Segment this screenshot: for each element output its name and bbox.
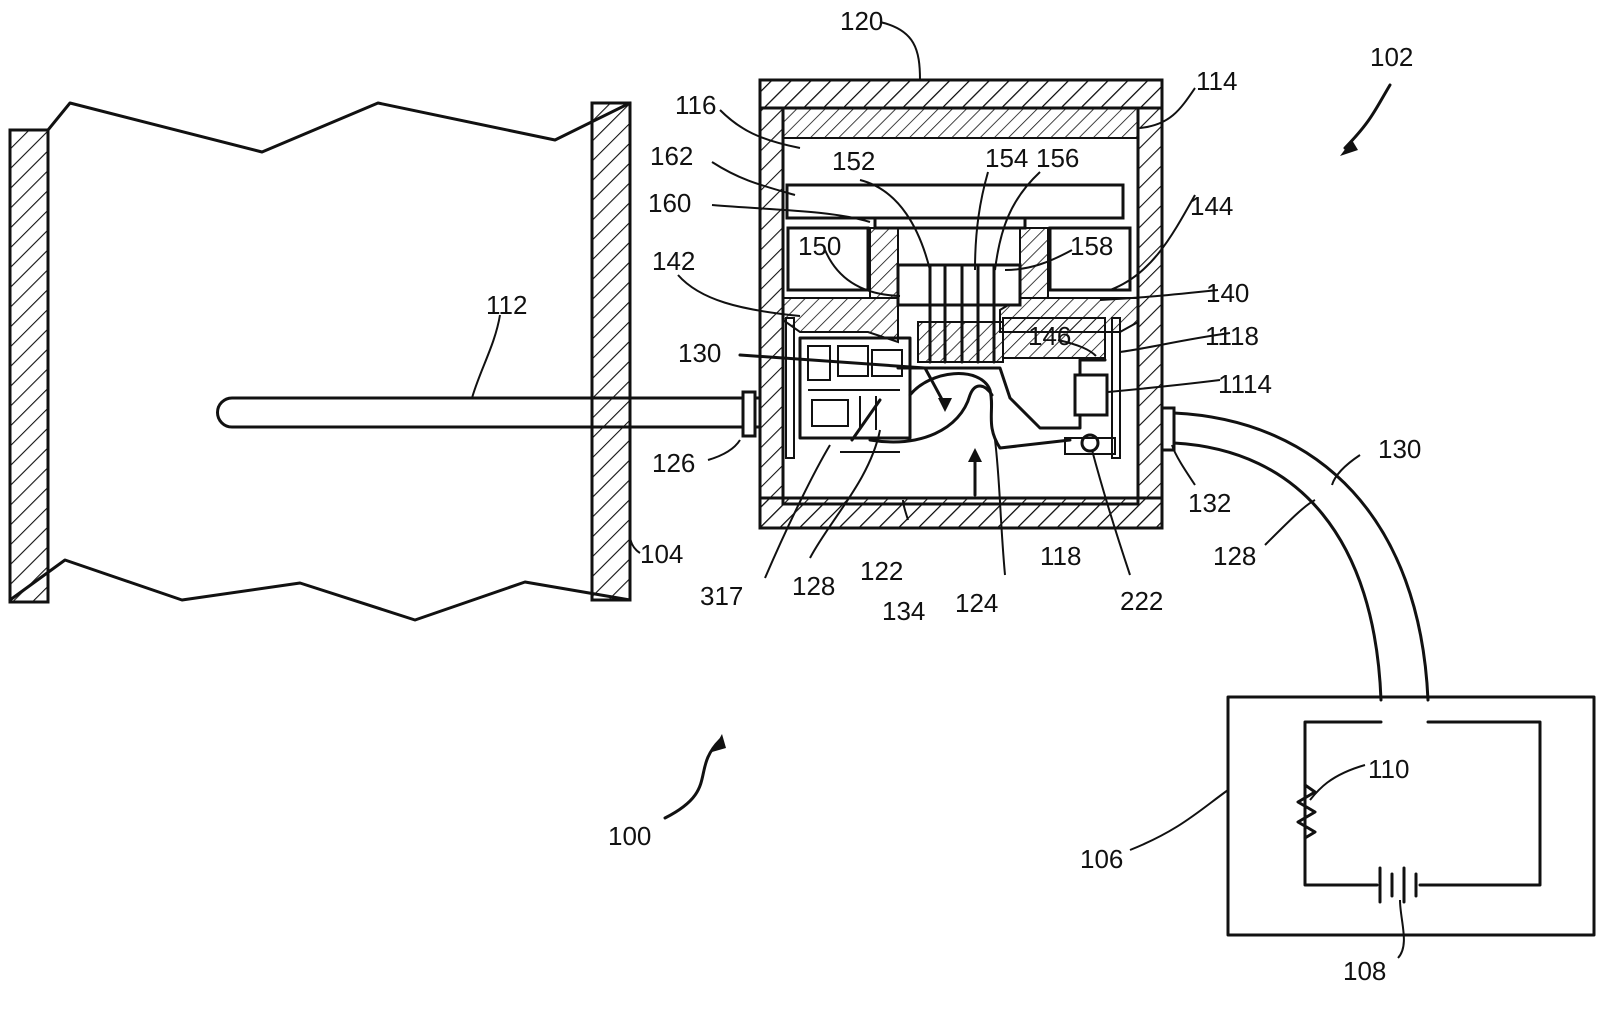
- label-158: 158: [1070, 231, 1113, 261]
- battery-108: [1378, 866, 1418, 904]
- component-1114: [1073, 373, 1109, 417]
- housing: [758, 78, 1176, 530]
- probe-fitting: [741, 390, 757, 438]
- label-116: 116: [675, 90, 716, 120]
- circuit-board: [785, 183, 1125, 220]
- probe-tube: [216, 396, 762, 429]
- label-128-right: 128: [1213, 541, 1256, 571]
- component-222-pad: [1064, 437, 1116, 455]
- label-150: 150: [798, 231, 841, 261]
- sensor-leads: [928, 263, 996, 364]
- label-122: 122: [860, 556, 903, 586]
- label-128-left: 128: [792, 571, 835, 601]
- circuit-left: [1303, 720, 1383, 887]
- label-142: 142: [652, 246, 695, 276]
- label-1118: 1118: [1205, 321, 1259, 351]
- label-104: 104: [640, 539, 683, 569]
- housing-bottom-cap: [758, 496, 1164, 530]
- controller-outline: [1226, 695, 1596, 937]
- vessel-left-wall: [8, 128, 50, 604]
- label-156: 156: [1036, 143, 1079, 173]
- ref-arrow-100: [663, 738, 722, 820]
- side-liner-right: [1111, 317, 1121, 459]
- vessel-wall: [8, 101, 632, 622]
- label-140: 140: [1206, 278, 1249, 308]
- label-114: 114: [1196, 66, 1237, 96]
- vessel-top-break: [46, 101, 632, 154]
- wire-134: [868, 384, 994, 444]
- label-134: 134: [882, 596, 925, 626]
- chamber-outline: [896, 358, 1107, 430]
- label-154: 154: [985, 143, 1028, 173]
- label-160: 160: [648, 188, 691, 218]
- label-317: 317: [700, 581, 743, 611]
- cable-inner: [1172, 441, 1383, 702]
- circuit-right: [1418, 720, 1542, 887]
- left-block: [786, 226, 870, 292]
- ref-arrow-102-head: [1340, 140, 1358, 156]
- vessel-right-wall: [590, 101, 632, 602]
- right-block: [1048, 226, 1132, 292]
- strut: [850, 398, 882, 442]
- label-132: 132: [1188, 488, 1231, 518]
- label-100: 100: [608, 821, 651, 851]
- ref-arrow-100-head: [712, 734, 726, 752]
- arrow-130-inner-head: [938, 398, 952, 412]
- label-130-left: 130: [678, 338, 721, 368]
- vessel-bottom-break: [8, 558, 632, 622]
- sensor-column: [896, 263, 1022, 307]
- probe: [216, 390, 762, 438]
- label-1114: 1114: [1218, 369, 1272, 399]
- label-130-right: 130: [1378, 434, 1421, 464]
- leader-lines: [471, 21, 1405, 959]
- label-118: 118: [1040, 541, 1081, 571]
- label-126: 126: [652, 448, 695, 478]
- label-152: 152: [832, 146, 875, 176]
- reference-labels: 100 102 104 106 108 110 112 114 116 118 …: [486, 6, 1421, 986]
- cable-fitting: [1160, 406, 1176, 452]
- label-108: 108: [1343, 956, 1386, 986]
- label-144: 144: [1190, 191, 1233, 221]
- label-106: 106: [1080, 844, 1123, 874]
- arrow-134-head: [968, 448, 982, 462]
- label-124: 124: [955, 588, 998, 618]
- ref-arrow-102: [1343, 83, 1392, 150]
- label-102: 102: [1370, 42, 1413, 72]
- left-post: [869, 227, 899, 299]
- label-222: 222: [1120, 586, 1163, 616]
- cable: [1172, 411, 1430, 702]
- housing-top-cap: [758, 78, 1164, 110]
- resistor-110: [1296, 783, 1317, 840]
- label-146: 146: [1028, 321, 1071, 351]
- controller-box: [1226, 695, 1596, 937]
- cable-outer: [1172, 411, 1430, 702]
- label-110: 110: [1368, 754, 1409, 784]
- label-120: 120: [840, 6, 883, 36]
- arrow-130-inner: [738, 353, 947, 407]
- label-162: 162: [650, 141, 693, 171]
- side-liner-left: [785, 317, 795, 459]
- mount-plate: [873, 216, 1027, 230]
- upper-plate: [782, 107, 1139, 139]
- label-112: 112: [486, 290, 527, 320]
